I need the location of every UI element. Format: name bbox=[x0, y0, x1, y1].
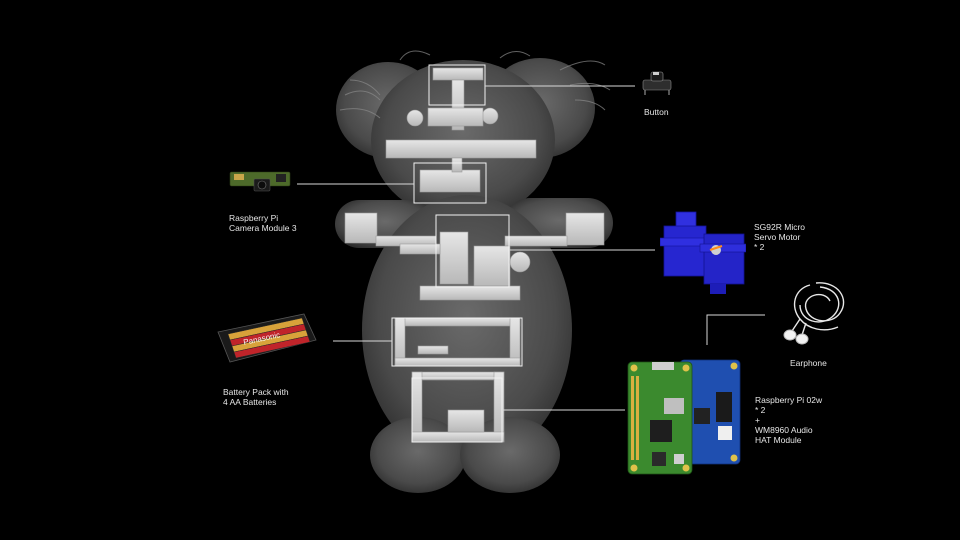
battery-clip bbox=[417, 345, 449, 355]
right-arm-rod bbox=[504, 235, 568, 247]
box-servo bbox=[435, 214, 510, 288]
servo-1 bbox=[660, 211, 711, 277]
leader-lines bbox=[297, 85, 765, 411]
servo-2 bbox=[699, 233, 746, 294]
label-servo: SG92R Micro Servo Motor * 2 bbox=[754, 222, 806, 252]
label-board: Raspberry Pi 02w * 2 + WM8960 Audio HAT … bbox=[755, 395, 823, 445]
servo-arm-left bbox=[399, 243, 441, 255]
chest-plate bbox=[419, 285, 521, 301]
servo-gear bbox=[509, 251, 531, 273]
neck bbox=[451, 157, 463, 173]
fur-wisps bbox=[339, 50, 611, 119]
servo-motor-icon bbox=[660, 211, 746, 294]
left-shoulder bbox=[344, 212, 378, 244]
eye-right bbox=[481, 107, 499, 125]
push-button-icon bbox=[642, 71, 672, 95]
box-battery bbox=[391, 317, 523, 367]
leader-earphone bbox=[706, 314, 765, 345]
label-earphone: Earphone bbox=[790, 358, 827, 368]
battery-pack-icon: Panasonic bbox=[217, 313, 317, 363]
board-stand bbox=[447, 409, 485, 433]
board-frame-top bbox=[411, 371, 505, 381]
face-frame bbox=[427, 107, 484, 127]
right-shoulder bbox=[565, 212, 605, 246]
head-crossbar bbox=[385, 139, 537, 159]
button-housing bbox=[432, 67, 484, 81]
label-button: Button bbox=[644, 107, 669, 117]
raspberry-pi-board-icon bbox=[627, 359, 741, 475]
box-camera bbox=[413, 162, 487, 204]
label-battery: Battery Pack with 4 AA Batteries bbox=[223, 387, 289, 407]
board-frame-bottom bbox=[411, 431, 505, 443]
camera-module-icon bbox=[229, 171, 291, 192]
board-frame-left bbox=[411, 371, 423, 443]
camera-bracket bbox=[419, 169, 481, 193]
label-camera: Raspberry Pi Camera Module 3 bbox=[229, 213, 297, 233]
eye-left bbox=[406, 109, 424, 127]
box-button bbox=[428, 64, 486, 106]
servo-right-mount bbox=[473, 245, 511, 287]
earphone-icon bbox=[783, 282, 845, 345]
battery-cage-top bbox=[394, 317, 521, 327]
battery-cage-bottom bbox=[394, 357, 521, 367]
servo-left-mount bbox=[439, 231, 469, 285]
